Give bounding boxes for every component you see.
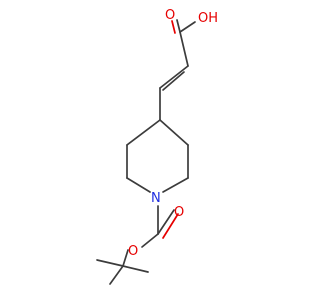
bond-alkene-double-2 bbox=[162, 71, 185, 91]
atom-nitrogen: N bbox=[151, 191, 161, 206]
bond-carbonyl-o-double-2 bbox=[162, 213, 179, 239]
bond-carbonyl-o-double-1 bbox=[157, 209, 175, 235]
bond-ring-3 bbox=[162, 177, 189, 193]
bond-tbu-methyl-3 bbox=[122, 265, 149, 273]
bond-c-o-double-1 bbox=[176, 19, 181, 33]
bond-ring-6 bbox=[126, 119, 161, 146]
molecule-structure: O OH N O O bbox=[96, 8, 218, 285]
bond-carbonyl-o-ester bbox=[141, 233, 159, 248]
bond-tbu-methyl-2 bbox=[109, 265, 124, 285]
bond-ring-1 bbox=[159, 119, 189, 146]
bond-alkene-double-1 bbox=[159, 65, 189, 89]
bond-ring-4 bbox=[126, 177, 151, 193]
bond-c-oh bbox=[179, 21, 196, 33]
atom-o-carbonyl-bottom: O bbox=[174, 205, 184, 220]
atom-hydroxyl: OH bbox=[198, 11, 218, 26]
bond-o-tbu bbox=[122, 249, 129, 267]
bond-c-o-double-2 bbox=[171, 20, 176, 34]
bond-tbu-methyl-1 bbox=[96, 259, 124, 267]
atom-o-ester: O bbox=[128, 244, 138, 259]
bond-cooh-alkene bbox=[179, 31, 189, 67]
atom-o-carbonyl-top: O bbox=[165, 8, 175, 23]
